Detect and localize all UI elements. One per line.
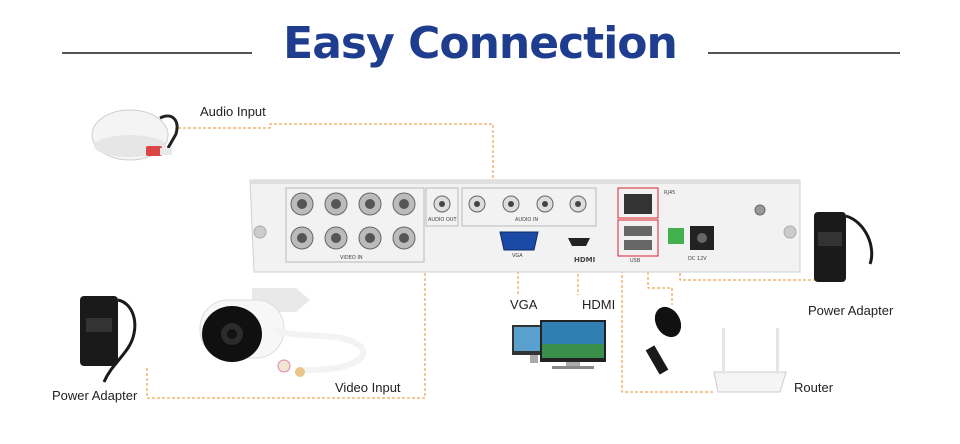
power-adapter-right-label: Power Adapter xyxy=(808,303,894,318)
power-adapter-left-label: Power Adapter xyxy=(52,388,138,403)
rj45-label: RJ45 xyxy=(664,190,676,196)
bnc-port xyxy=(324,192,348,216)
bnc-port xyxy=(392,192,416,216)
audio-in-port xyxy=(536,195,554,213)
video-connector xyxy=(146,258,426,399)
audio-input-label: Audio Input xyxy=(200,104,266,119)
bnc-port xyxy=(290,226,314,250)
bnc-port xyxy=(324,226,348,250)
lan-port-icon xyxy=(617,187,659,219)
audio-in-port xyxy=(502,195,520,213)
audio-out-label: AUDIO OUT xyxy=(428,217,457,223)
hdmi-label: HDMI xyxy=(582,297,616,312)
dc-label: DC 12V xyxy=(688,256,707,262)
bnc-ports xyxy=(290,192,416,250)
usb-stick-icon xyxy=(645,345,669,375)
hdmi-port-label: HDMI xyxy=(574,256,596,264)
router-label: Router xyxy=(794,380,834,395)
mouse-icon xyxy=(654,306,682,338)
title-rule-left xyxy=(62,52,252,54)
audio-in-port xyxy=(468,195,486,213)
bnc-port xyxy=(358,192,382,216)
bnc-port xyxy=(392,226,416,250)
router-connector xyxy=(621,230,714,393)
usb-connector xyxy=(647,262,673,305)
audio-in-port xyxy=(569,195,587,213)
video-input-label: Video Input xyxy=(335,380,401,395)
power-adapter-right-icon xyxy=(814,212,874,282)
bnc-port xyxy=(358,226,382,250)
audio-connector xyxy=(178,123,494,196)
connector-lines xyxy=(146,123,823,399)
terminal-block-icon xyxy=(668,228,684,244)
microphone-icon xyxy=(91,109,179,161)
hdmi-port-icon xyxy=(568,238,590,246)
page-title: Easy Connection xyxy=(283,18,678,69)
usb-label: USB xyxy=(630,258,641,264)
vga-port-label: VGA xyxy=(512,253,523,259)
usb-port-icon xyxy=(617,219,659,257)
bullet-camera-icon xyxy=(199,288,367,377)
power-adapter-left-icon xyxy=(80,296,137,383)
bnc-port xyxy=(290,192,314,216)
monitor-icon xyxy=(512,320,606,369)
title-rule-right xyxy=(708,52,900,54)
router-icon xyxy=(713,328,787,393)
ground-screw-icon xyxy=(754,204,766,216)
audio-out-port xyxy=(433,195,451,213)
dvr-body xyxy=(249,179,801,273)
dc-jack-icon xyxy=(690,226,714,250)
rca-ports xyxy=(433,195,587,213)
vga-label: VGA xyxy=(510,297,538,312)
vga-port-icon xyxy=(499,231,539,251)
audio-in-label: AUDIO IN xyxy=(515,217,539,223)
video-in-label: VIDEO IN xyxy=(340,255,363,261)
